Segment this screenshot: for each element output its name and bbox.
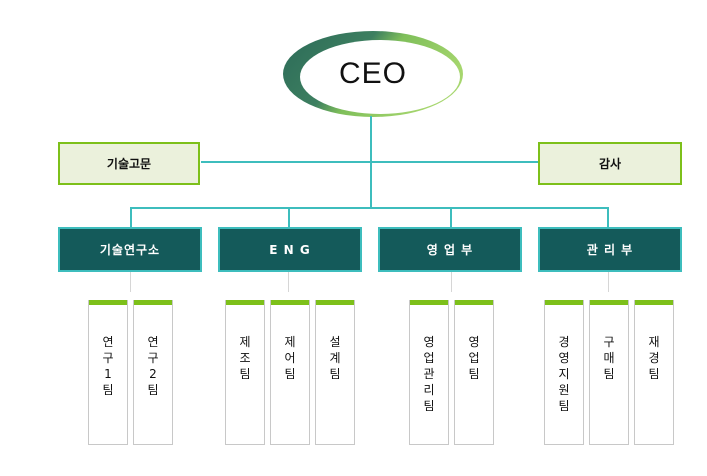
dept-label: 기술연구소 — [99, 243, 161, 257]
dept-drop-4 — [607, 207, 609, 228]
team-box[interactable]: 제 어 팀 — [270, 300, 310, 445]
team-accent-bar — [409, 300, 449, 305]
team-connector-2 — [288, 272, 289, 292]
team-label: 제 조 팀 — [239, 335, 251, 381]
team-box[interactable]: 영 업 팀 — [454, 300, 494, 445]
team-accent-bar — [634, 300, 674, 305]
team-label: 연 구 1 팀 — [102, 335, 114, 397]
dept-box-eng[interactable]: E N G — [218, 227, 362, 272]
team-label: 영 업 팀 — [468, 335, 480, 381]
team-accent-bar — [133, 300, 173, 305]
team-accent-bar — [225, 300, 265, 305]
team-connector-3 — [451, 272, 452, 292]
dept-drop-1 — [130, 207, 132, 228]
dept-box-sales[interactable]: 영 업 부 — [378, 227, 522, 272]
ceo-label: CEO — [338, 57, 407, 90]
team-accent-bar — [544, 300, 584, 305]
team-box[interactable]: 재 경 팀 — [634, 300, 674, 445]
team-label: 영 업 관 리 팀 — [423, 335, 435, 413]
dept-label: 영 업 부 — [426, 243, 474, 257]
dept-drop-3 — [450, 207, 452, 228]
advisor-connector — [201, 161, 538, 163]
dept-box-research-lab[interactable]: 기술연구소 — [58, 227, 202, 272]
team-label: 제 어 팀 — [284, 335, 296, 381]
team-box[interactable]: 구 매 팀 — [589, 300, 629, 445]
team-box[interactable]: 설 계 팀 — [315, 300, 355, 445]
team-label: 구 매 팀 — [603, 335, 615, 381]
team-accent-bar — [589, 300, 629, 305]
team-label: 경 영 지 원 팀 — [558, 335, 570, 413]
team-box[interactable]: 영 업 관 리 팀 — [409, 300, 449, 445]
team-label: 설 계 팀 — [329, 335, 341, 381]
team-box[interactable]: 연 구 1 팀 — [88, 300, 128, 445]
team-connector-1 — [130, 272, 131, 292]
ceo-ellipse — [283, 31, 463, 117]
advisor-box-audit[interactable]: 감사 — [538, 142, 682, 185]
dept-bus — [130, 207, 609, 209]
team-accent-bar — [88, 300, 128, 305]
advisor-label: 기술고문 — [106, 157, 152, 171]
advisor-box-tech-advisor[interactable]: 기술고문 — [58, 142, 200, 185]
team-connector-4 — [608, 272, 609, 292]
team-box[interactable]: 연 구 2 팀 — [133, 300, 173, 445]
team-accent-bar — [270, 300, 310, 305]
team-accent-bar — [315, 300, 355, 305]
team-label: 연 구 2 팀 — [147, 335, 159, 397]
team-box[interactable]: 경 영 지 원 팀 — [544, 300, 584, 445]
advisor-label: 감사 — [598, 157, 622, 171]
team-accent-bar — [454, 300, 494, 305]
dept-label: E N G — [269, 242, 311, 257]
team-label: 재 경 팀 — [648, 335, 660, 381]
dept-label: 관 리 부 — [586, 243, 634, 257]
dept-box-management[interactable]: 관 리 부 — [538, 227, 682, 272]
team-box[interactable]: 제 조 팀 — [225, 300, 265, 445]
dept-drop-2 — [288, 207, 290, 228]
